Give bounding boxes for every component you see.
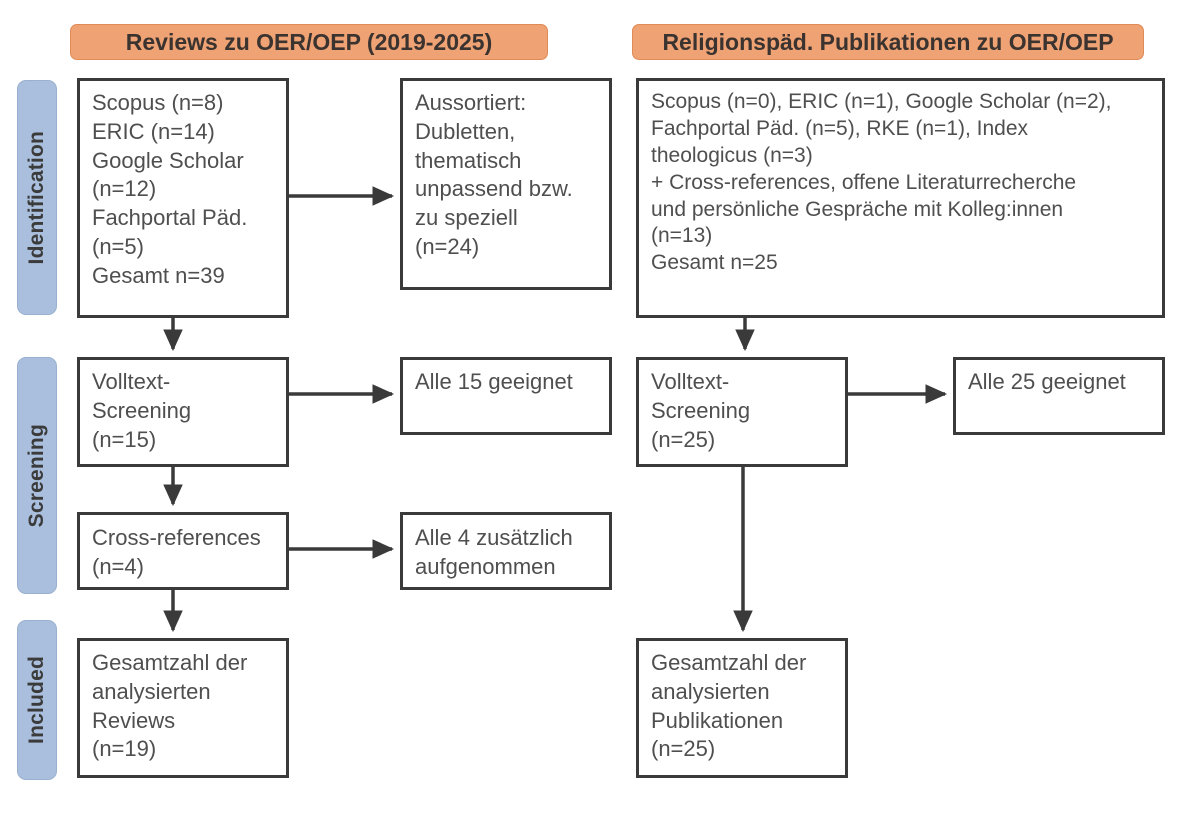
box-right-identification-sources-text: Scopus (n=0), ERIC (n=1), Google Scholar…	[651, 90, 1112, 275]
box-left-identification-sources: Scopus (n=8) ERIC (n=14) Google Scholar …	[77, 78, 289, 318]
box-left-fulltext-screening-text: Volltext- Screening (n=15)	[92, 369, 192, 452]
box-left-cross-references-result-text: Alle 4 zusätzlich aufgenommen	[415, 525, 573, 580]
box-left-identification-sources-text: Scopus (n=8) ERIC (n=14) Google Scholar …	[92, 90, 248, 288]
box-right-included-total-text: Gesamtzahl der analysierten Publikatione…	[651, 650, 807, 762]
box-left-cross-references: Cross-references (n=4)	[77, 512, 289, 590]
phase-tab-identification: Identification	[17, 80, 57, 315]
box-left-cross-references-text: Cross-references (n=4)	[92, 525, 261, 580]
column-header-religionspaed: Religionspäd. Publikationen zu OER/OEP	[632, 24, 1144, 60]
column-header-religionspaed-label: Religionspäd. Publikationen zu OER/OEP	[662, 28, 1114, 55]
box-right-fulltext-result-text: Alle 25 geeignet	[968, 369, 1126, 394]
box-left-included-total-text: Gesamtzahl der analysierten Reviews (n=1…	[92, 650, 248, 762]
box-right-fulltext-result: Alle 25 geeignet	[953, 357, 1165, 435]
box-left-fulltext-result-text: Alle 15 geeignet	[415, 369, 573, 394]
box-left-included-total: Gesamtzahl der analysierten Reviews (n=1…	[77, 638, 289, 778]
box-left-fulltext-screening: Volltext- Screening (n=15)	[77, 357, 289, 467]
box-left-excluded-text: Aussortiert: Dubletten, thematisch unpas…	[415, 90, 573, 260]
box-left-excluded: Aussortiert: Dubletten, thematisch unpas…	[400, 78, 612, 290]
box-left-cross-references-result: Alle 4 zusätzlich aufgenommen	[400, 512, 612, 590]
box-left-fulltext-result: Alle 15 geeignet	[400, 357, 612, 435]
phase-tab-screening: Screening	[17, 357, 57, 594]
box-right-included-total: Gesamtzahl der analysierten Publikatione…	[636, 638, 848, 778]
phase-tab-included: Included	[17, 620, 57, 780]
box-right-identification-sources: Scopus (n=0), ERIC (n=1), Google Scholar…	[636, 78, 1165, 318]
column-header-reviews-label: Reviews zu OER/OEP (2019-2025)	[125, 28, 493, 55]
box-right-fulltext-screening: Volltext- Screening (n=25)	[636, 357, 848, 467]
box-right-fulltext-screening-text: Volltext- Screening (n=25)	[651, 369, 751, 452]
column-header-reviews: Reviews zu OER/OEP (2019-2025)	[70, 24, 548, 60]
